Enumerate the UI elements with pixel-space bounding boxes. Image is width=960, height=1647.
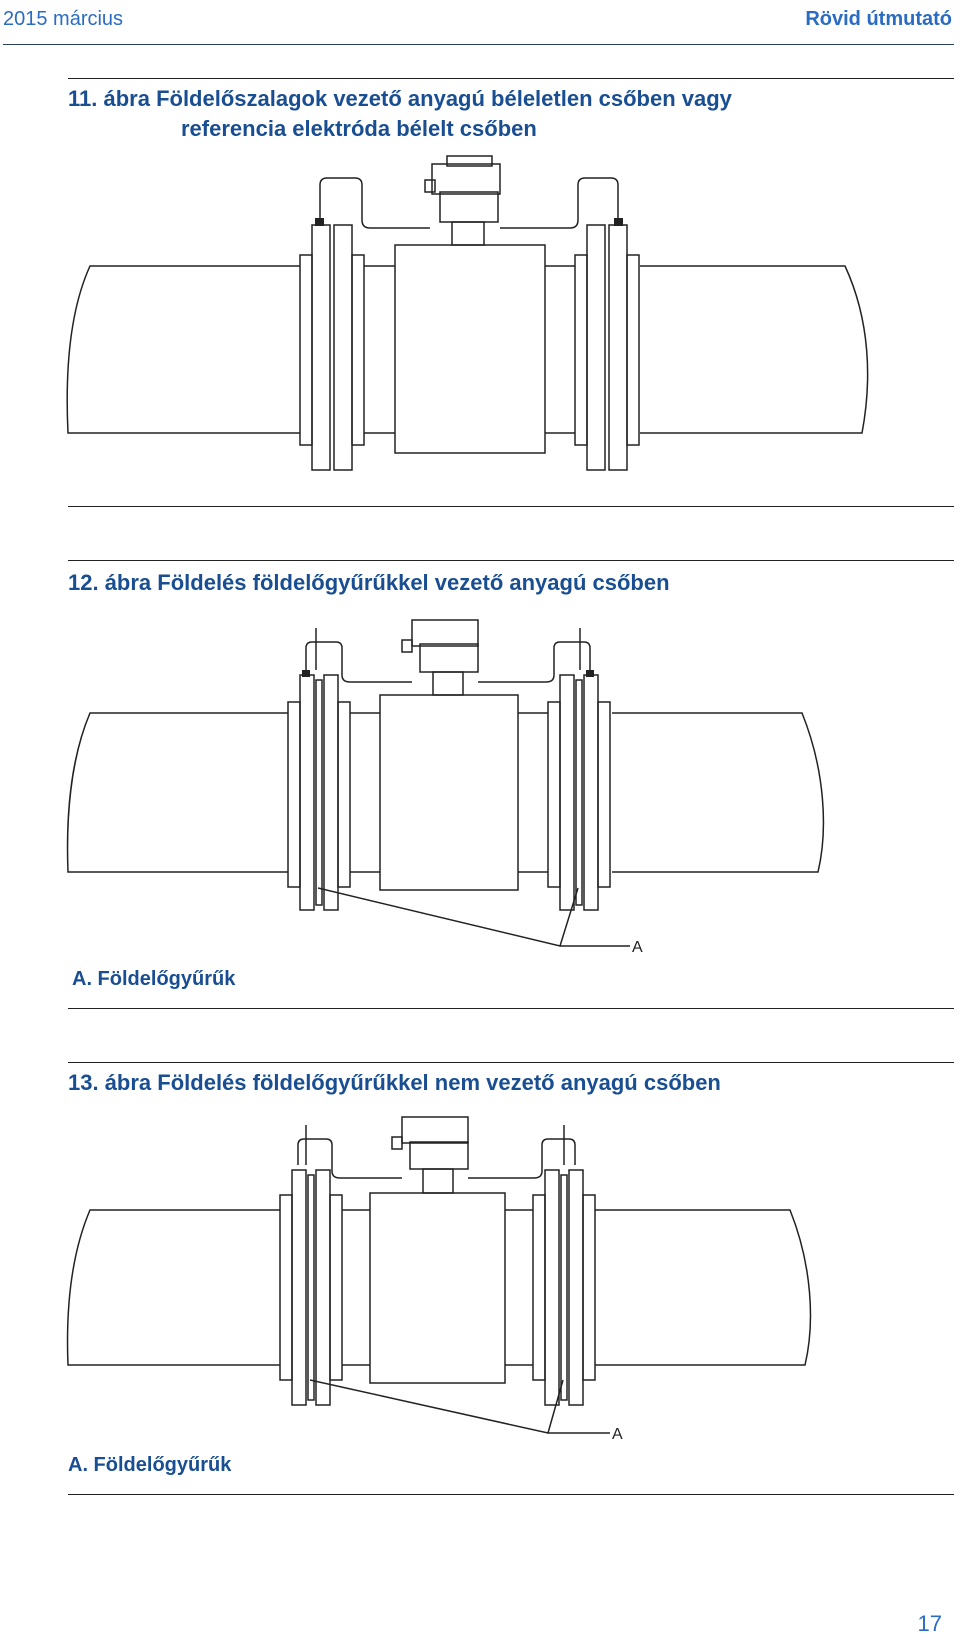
fig12-leader-lines <box>317 887 579 947</box>
fig13-callout-a: A <box>612 1426 623 1443</box>
fig13-right-strap <box>468 1138 576 1179</box>
page-number: 17 <box>917 1611 942 1636</box>
header-doc-title: Rövid útmutató <box>805 8 952 30</box>
fig13-right-pipe <box>595 1209 812 1366</box>
fig11-title-line1: 11. ábra Földelőszalagok vezető anyagú b… <box>68 86 732 111</box>
header-date: 2015 március <box>3 8 124 30</box>
fig13-meter-body <box>369 1192 506 1384</box>
fig12-top-rule <box>68 560 954 561</box>
fig12-left-pipe <box>66 712 288 873</box>
fig11-left-pipe <box>66 265 300 434</box>
fig11-title: 11. ábra Földelőszalagok vezető anyagú b… <box>68 84 732 144</box>
fig11-right-pipe <box>640 265 869 434</box>
fig11-title-line2: referencia elektróda bélelt csőben <box>181 116 537 141</box>
fig12-callout-a: A <box>632 939 643 956</box>
fig11-meter-body <box>394 244 546 454</box>
fig12-title: 12. ábra Földelés földelőgyűrűkkel vezet… <box>68 570 670 595</box>
fig12-right-pipe <box>612 712 825 873</box>
fig13-legend: A. Földelőgyűrűk <box>68 1454 232 1476</box>
fig13-left-pipe <box>66 1209 280 1366</box>
fig13-left-strap <box>297 1138 402 1179</box>
fig12-bottom-rule <box>68 1008 954 1009</box>
header-rule <box>3 44 954 45</box>
fig12-right-strap <box>478 641 591 683</box>
fig13-top-rule <box>68 1062 954 1063</box>
fig11-top-rule <box>68 78 954 79</box>
fig13-title: 13. ábra Földelés földelőgyűrűkkel nem v… <box>68 1070 721 1095</box>
fig12-legend: A. Földelőgyűrűk <box>72 968 236 990</box>
fig12-meter-body <box>379 694 519 891</box>
fig11-right-strap <box>500 177 619 229</box>
fig13-leader-lines <box>309 1379 564 1434</box>
fig13-diagram: A <box>66 1116 812 1443</box>
fig11-bottom-rule <box>68 506 954 507</box>
fig12-left-strap <box>305 641 412 683</box>
fig11-diagram <box>66 155 869 471</box>
fig13-bottom-rule <box>68 1494 954 1495</box>
fig11-left-strap <box>319 177 430 229</box>
fig12-diagram: A <box>66 619 825 956</box>
